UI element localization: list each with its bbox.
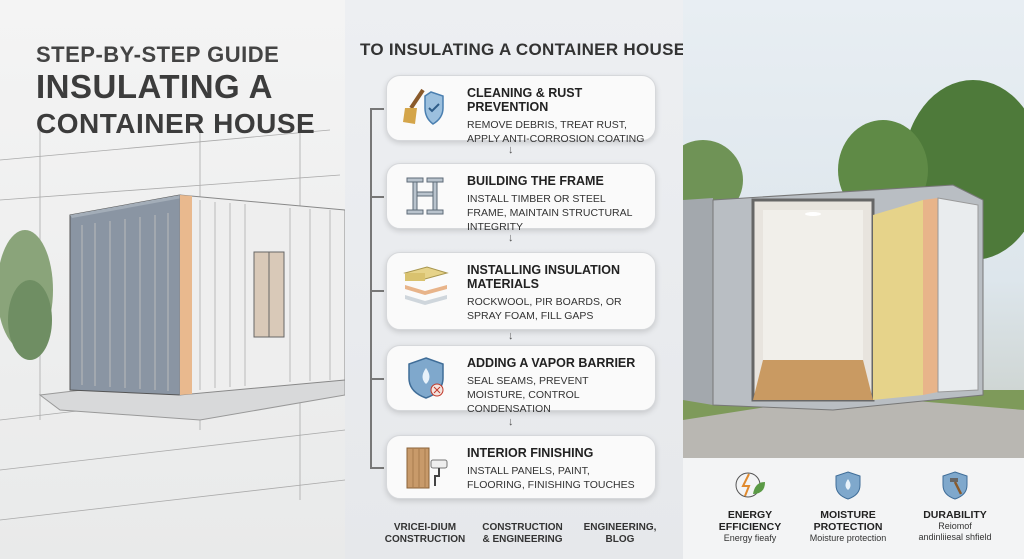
footer-line: VRICEI-DIUM	[393, 522, 457, 533]
insulated-container-photo	[683, 80, 1024, 458]
shield-drop-icon	[835, 471, 861, 500]
step-description: ROCKWOOL, PIR BOARDS, OR SPRAY FOAM, FIL…	[467, 296, 622, 322]
timeline-connector	[370, 196, 384, 198]
arrow-down-icon: ↓	[508, 330, 514, 342]
title-line-1: INSULATING A	[36, 68, 273, 105]
footer-line: CONSTRUCTION	[384, 534, 466, 545]
timeline-connector	[370, 378, 384, 380]
steel-beam-icon	[406, 177, 444, 215]
step-title: INSTALLING INSULATION MATERIALS	[467, 263, 620, 291]
step-card-vapor-barrier: ADDING A VAPOR BARRIER SEAL SEAMS, PREVE…	[386, 345, 656, 415]
footer-line: CONSTRUCTION	[482, 522, 563, 533]
benefit-title: DURABILITY	[923, 509, 987, 521]
timeline-connector	[370, 467, 384, 469]
timeline-connector	[370, 108, 384, 110]
footer-credit: CONSTRUCTION& ENGINEERING	[475, 522, 570, 546]
shield-hammer-icon	[942, 471, 968, 500]
step-card-cleaning: CLEANING & RUST PREVENTION REMOVE DEBRIS…	[386, 75, 656, 145]
guide-subtitle: STEP-BY-STEP GUIDE	[36, 42, 280, 67]
guide-title: INSULATING A CONTAINER HOUSE	[36, 68, 315, 142]
insulation-layers-icon	[403, 266, 449, 305]
arrow-down-icon: ↓	[508, 232, 514, 244]
step-card-frame: BUILDING THE FRAME INSTALL TIMBER OR STE…	[386, 163, 656, 233]
brush-shield-icon	[403, 88, 444, 125]
step-description: SEAL SEAMS, PREVENT MOISTURE, CONTROL CO…	[467, 375, 589, 415]
step-title: BUILDING THE FRAME	[467, 174, 604, 188]
arrow-down-icon: ↓	[508, 144, 514, 156]
shield-drop-icon	[408, 357, 444, 399]
energy-leaf-icon	[735, 472, 765, 498]
step-title: CLEANING & RUST PREVENTION	[467, 86, 583, 114]
footer-line: ENGINEERING,	[583, 522, 657, 533]
benefit-description: Energy fieafy	[723, 533, 777, 543]
step-description: INSTALL TIMBER OR STEEL FRAME, MAINTAIN …	[467, 193, 633, 233]
step-card-interior-finishing: INTERIOR FINISHING INSTALL PANELS, PAINT…	[386, 435, 656, 499]
steps-heading: TO INSULATING A CONTAINER HOUSE	[360, 40, 686, 59]
sketch-panel: STEP-BY-STEP GUIDE INSULATING A CONTAINE…	[0, 0, 345, 559]
container-sketch-illustration	[0, 120, 345, 521]
benefit-description: Moisture protection	[809, 533, 887, 543]
step-title: INTERIOR FINISHING	[467, 446, 594, 460]
timeline-connector	[370, 290, 384, 292]
title-line-2: CONTAINER HOUSE	[36, 108, 316, 139]
arrow-down-icon: ↓	[508, 416, 514, 428]
footer-line: & ENGINEERING	[482, 534, 563, 545]
footer-credit: ENGINEERING,BLOG	[575, 522, 665, 546]
step-description: INSTALL PANELS, PAINT, FLOORING, FINISHI…	[467, 465, 635, 491]
step-description: REMOVE DEBRIS, TREAT RUST, APPLY ANTI-CO…	[467, 119, 645, 145]
timeline-line	[370, 108, 372, 468]
footer-line: BLOG	[605, 534, 635, 545]
step-title: ADDING A VAPOR BARRIER	[467, 356, 636, 370]
step-card-insulation: INSTALLING INSULATION MATERIALS ROCKWOOL…	[386, 252, 656, 330]
paint-roller-icon	[406, 447, 448, 489]
